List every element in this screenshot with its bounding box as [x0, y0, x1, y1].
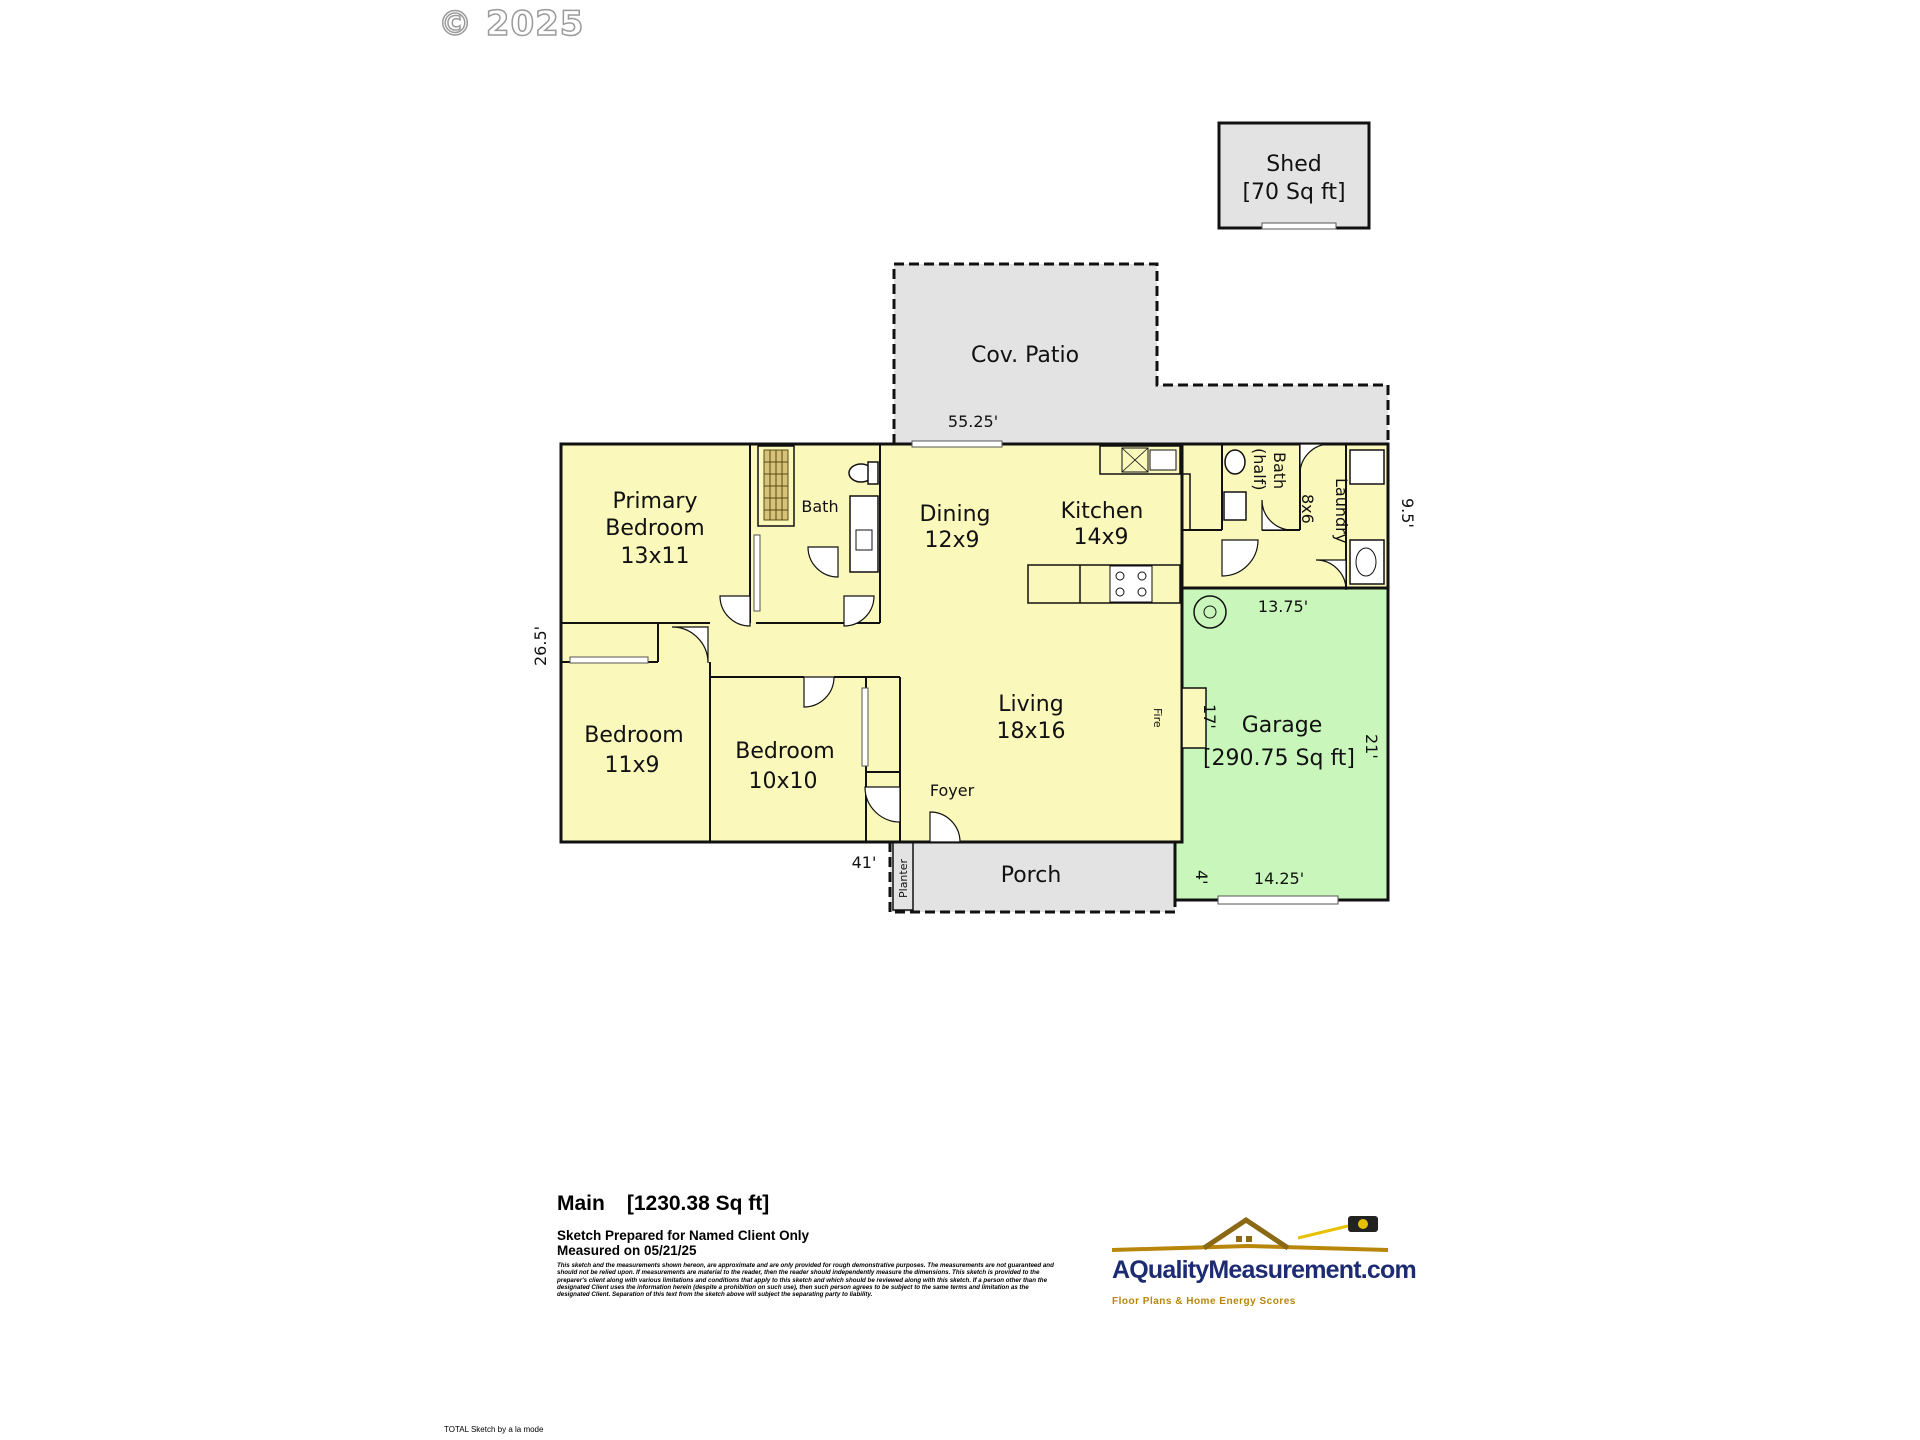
software-credit: TOTAL Sketch by a la mode [444, 1425, 544, 1434]
closet-door-primary [753, 534, 761, 612]
covered-patio [892, 262, 1390, 446]
dim-right: 9.5' [1398, 498, 1417, 528]
dim-left: 26.5' [531, 626, 550, 666]
measured-line: Measured on 05/21/25 [557, 1243, 697, 1258]
dim-garage-top: 13.75' [1258, 597, 1308, 616]
garage [1173, 586, 1390, 902]
window-patio [911, 440, 1003, 448]
dim-garage-side: 21' [1362, 734, 1381, 759]
shed-area: [70 Sq ft] [1242, 180, 1345, 205]
kitchen-range [1109, 565, 1153, 603]
water-heater [1193, 595, 1227, 629]
half-bath-label-2: (half) [1250, 448, 1269, 491]
logo-site: AQualityMeasurement.com [1112, 1256, 1417, 1284]
closet-grid [763, 449, 789, 521]
kitchen-label: Kitchen [1061, 499, 1144, 524]
bedroom-b-label: Bedroom [735, 739, 835, 764]
door-swings [671, 443, 1347, 843]
garage-door [1217, 895, 1339, 905]
main-area-line: Main [1230.38 Sq ft] [557, 1192, 1077, 1216]
dim-top: 55.25' [948, 412, 998, 431]
shed-outline [1217, 121, 1371, 230]
half-bath-label-1: Bath [1270, 452, 1289, 489]
foyer-label: Foyer [930, 781, 975, 800]
logo-tagline: Floor Plans & Home Energy Scores [1112, 1296, 1296, 1307]
fire-label: Fire [1151, 708, 1164, 728]
laundry-size: 8x6 [1298, 494, 1317, 524]
bath-sink [855, 529, 873, 551]
dim-bottom: 41' [852, 853, 877, 872]
kitchen-sink [1149, 449, 1177, 471]
dim-garage-step: 4' [1192, 870, 1211, 885]
cov-patio-label: Cov. Patio [971, 343, 1079, 368]
primary-bedroom-label-2: Bedroom [605, 516, 705, 541]
half-bath-toilet [1224, 449, 1246, 475]
porch-label: Porch [1001, 863, 1062, 888]
kitchen-size: 14x9 [1073, 525, 1128, 550]
garage-area: [290.75 Sq ft] [1203, 746, 1355, 771]
copyright-watermark: © 2025 [437, 3, 585, 45]
shed-door [1261, 222, 1337, 230]
main-label: Main [557, 1192, 605, 1215]
closet-door-bed-a [569, 656, 649, 664]
bath-label: Bath [801, 497, 838, 516]
closet-door-bed-b [861, 687, 869, 767]
bedroom-b-size: 10x10 [748, 769, 817, 794]
dryer [1349, 539, 1385, 585]
bath-toilet-tank [867, 461, 879, 485]
dining-label: Dining [919, 502, 990, 527]
living-size: 18x16 [996, 719, 1065, 744]
prepared-line: Sketch Prepared for Named Client Only [557, 1228, 810, 1243]
sketch-footer: Main [1230.38 Sq ft] Sketch Prepared for … [557, 1192, 1077, 1298]
house-roof-icon [1111, 1216, 1389, 1252]
shed-label: Shed [1266, 152, 1321, 177]
dim-garage-bottom: 14.25' [1254, 869, 1304, 888]
washer [1349, 449, 1385, 485]
kitchen-counter-l [1180, 473, 1191, 530]
fireplace [1181, 687, 1207, 749]
company-logo: AQualityMeasurement.com Floor Plans & Ho… [1108, 1212, 1417, 1320]
bedroom-a-label: Bedroom [584, 723, 684, 748]
disclaimer: This sketch and the measurements shown h… [557, 1262, 1054, 1299]
laundry-label: Laundry [1332, 478, 1351, 543]
living-label: Living [998, 692, 1063, 717]
garage-label: Garage [1242, 713, 1323, 738]
planter-label: Planter [897, 859, 910, 898]
primary-bedroom-size: 13x11 [620, 544, 689, 569]
half-bath-sink [1223, 491, 1247, 521]
bedroom-a-size: 11x9 [604, 753, 659, 778]
primary-bedroom-label-1: Primary [612, 489, 697, 514]
dining-size: 12x9 [924, 528, 979, 553]
main-area: [1230.38 Sq ft] [626, 1192, 770, 1215]
kitchen-island [1027, 564, 1181, 604]
dim-garage-inner: 17' [1200, 704, 1219, 729]
